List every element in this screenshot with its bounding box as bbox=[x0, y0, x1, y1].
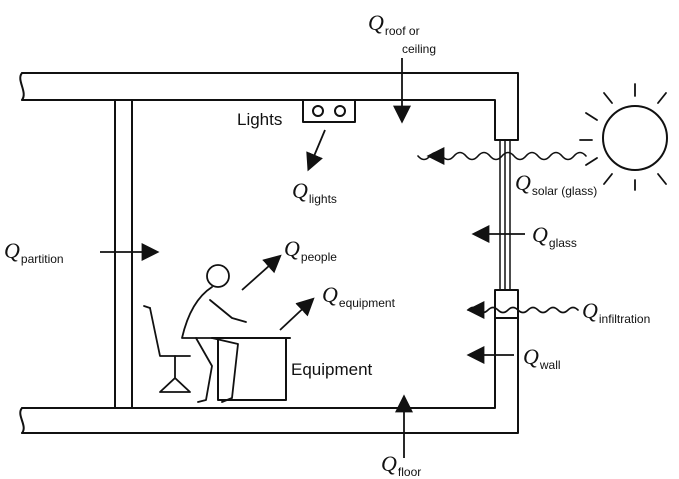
solar-heat-label: Qsolar (glass) bbox=[515, 170, 598, 198]
roof-heat-label-line2: ceiling bbox=[402, 42, 437, 56]
light-fixture bbox=[302, 99, 356, 123]
lights-label: Lights bbox=[237, 110, 283, 129]
sun-icon bbox=[602, 105, 668, 171]
person-icon bbox=[143, 264, 247, 403]
people-heat-label: Qpeople bbox=[284, 236, 337, 264]
equipment-arrow bbox=[279, 297, 315, 331]
floor-break-left bbox=[19, 407, 25, 434]
lights-heat-label: Qlights bbox=[292, 178, 337, 206]
equipment-label: Equipment bbox=[291, 360, 373, 379]
people-arrow bbox=[241, 254, 282, 291]
wall-block bbox=[494, 289, 519, 319]
partition-wall bbox=[114, 99, 133, 409]
partition-heat-label: Qpartition bbox=[4, 238, 64, 266]
glass-heat-label: Qglass bbox=[532, 222, 577, 250]
roof-heat-label: Qroof or bbox=[368, 10, 420, 38]
lamp-2 bbox=[334, 105, 346, 117]
lamp-1 bbox=[312, 105, 324, 117]
solar-ray bbox=[417, 151, 587, 161]
infiltration-flow bbox=[467, 306, 579, 314]
desk bbox=[217, 337, 287, 401]
roof-slab bbox=[21, 72, 519, 141]
equipment-heat-label: Qequipment bbox=[322, 282, 395, 310]
lights-arrow bbox=[306, 129, 326, 172]
roof-break-left bbox=[19, 72, 25, 101]
sun-rays bbox=[579, 83, 667, 191]
floor-slab bbox=[21, 317, 519, 434]
infiltration-heat-label: Qinfiltration bbox=[582, 298, 651, 326]
wall-heat-label: Qwall bbox=[523, 344, 561, 372]
floor-heat-label: Qfloor bbox=[381, 451, 422, 479]
window-glass bbox=[499, 139, 511, 291]
